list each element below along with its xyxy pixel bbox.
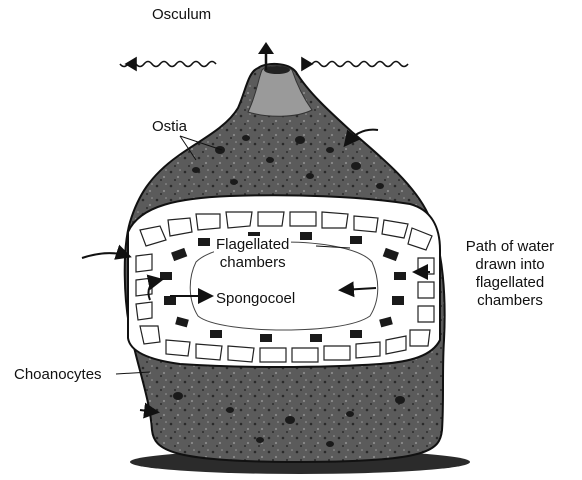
osculum-opening [264, 66, 290, 74]
osculum-label: Osculum [152, 6, 211, 24]
path-of-water-line-4: chambers [448, 292, 572, 310]
choanocytes-label: Choanocytes [14, 366, 102, 384]
flagellated-chambers-line-2: chambers [216, 254, 289, 272]
path-of-water-label: Path of water drawn into flagellated cha… [448, 238, 572, 310]
water-flow-arrow-icon [82, 253, 128, 258]
ostia-label: Ostia [152, 118, 187, 136]
flagellated-chambers-line-1: Flagellated [216, 236, 289, 254]
wavy-current-arrow-icon [120, 58, 216, 70]
path-of-water-line-2: drawn into [448, 256, 572, 274]
path-of-water-line-1: Path of water [448, 238, 572, 256]
wavy-current-arrow-icon [302, 58, 408, 70]
spongocoel-label: Spongocoel [214, 290, 297, 308]
flagellated-chambers-label: Flagellated chambers [214, 236, 291, 272]
path-of-water-line-3: flagellated [448, 274, 572, 292]
